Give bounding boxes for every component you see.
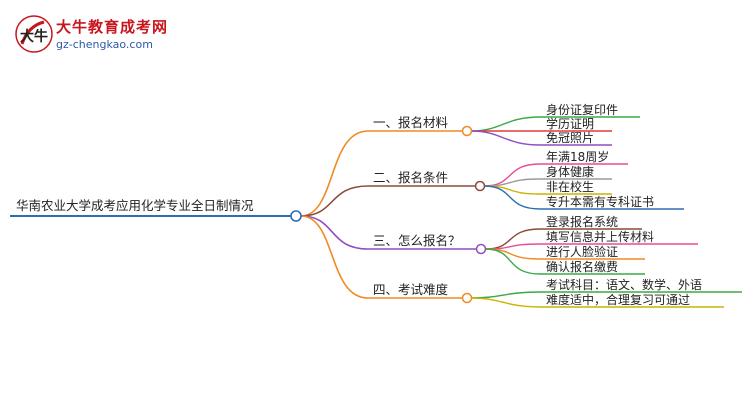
leaf-edge-4-2 bbox=[471, 297, 541, 308]
root-node-label: 华南农业大学成考应用化学专业全日制情况 bbox=[16, 198, 254, 213]
branch-edge-4 bbox=[300, 215, 369, 299]
leaf-label-1-3: 免冠照片 bbox=[546, 130, 594, 145]
branch-label-1: 一、报名材料 bbox=[373, 115, 449, 130]
leaf-label-4-1: 考试科目：语文、数学、外语 bbox=[546, 277, 702, 292]
leaf-edge-1-3 bbox=[471, 130, 541, 146]
mindmap-nodes: 华南农业大学成考应用化学专业全日制情况 一、报名材料 身份证复印件学历证明免冠照片二… bbox=[16, 102, 702, 307]
leaf-label-3-4: 确认报名缴费 bbox=[546, 259, 618, 274]
branch-label-2: 二、报名条件 bbox=[373, 170, 448, 185]
branch-connector-4[interactable] bbox=[461, 292, 473, 304]
site-logo[interactable]: 大牛 大牛教育成考网 gz-chengkao.com bbox=[14, 14, 167, 56]
leaf-label-3-1: 登录报名系统 bbox=[546, 214, 618, 229]
branch-connector-1[interactable] bbox=[461, 125, 473, 137]
leaf-label-2-3: 非在校生 bbox=[546, 179, 594, 194]
leaf-label-2-2: 身体健康 bbox=[546, 164, 594, 179]
leaf-edge-2-4 bbox=[484, 185, 541, 210]
branch-edge-2 bbox=[300, 185, 369, 217]
leaf-edge-4-1 bbox=[471, 291, 541, 299]
leaf-edge-3-3 bbox=[485, 248, 541, 260]
leaf-edge-1-1 bbox=[471, 116, 541, 132]
logo-url[interactable]: gz-chengkao.com bbox=[56, 38, 153, 51]
logo-mark-icon: 大牛 bbox=[15, 15, 53, 53]
branch-connector-3[interactable] bbox=[475, 243, 487, 255]
branch-edge-3 bbox=[300, 215, 369, 250]
leaf-edge-3-2 bbox=[485, 243, 541, 250]
branch-connector-2[interactable] bbox=[474, 180, 486, 192]
leaf-label-3-2: 填写信息并上传材料 bbox=[546, 229, 654, 244]
leaf-label-1-2: 学历证明 bbox=[546, 116, 594, 131]
branch-edge-1 bbox=[300, 130, 369, 217]
leaf-label-4-2: 难度适中，合理复习可通过 bbox=[546, 292, 690, 307]
leaf-label-2-4: 专升本需有专科证书 bbox=[546, 194, 654, 209]
mindmap-edges bbox=[10, 116, 742, 308]
logo-mark-glyph: 大牛 bbox=[20, 28, 48, 45]
branch-label-4: 四、考试难度 bbox=[373, 282, 449, 297]
leaf-edge-3-4 bbox=[485, 248, 541, 275]
leaf-label-1-1: 身份证复印件 bbox=[546, 102, 618, 117]
root-node-connector[interactable] bbox=[290, 210, 302, 222]
leaf-label-3-3: 进行人脸验证 bbox=[546, 244, 618, 259]
branch-label-3: 三、怎么报名？ bbox=[373, 233, 461, 248]
leaf-label-2-1: 年满18周岁 bbox=[546, 149, 609, 164]
logo-title: 大牛教育成考网 bbox=[56, 18, 169, 36]
